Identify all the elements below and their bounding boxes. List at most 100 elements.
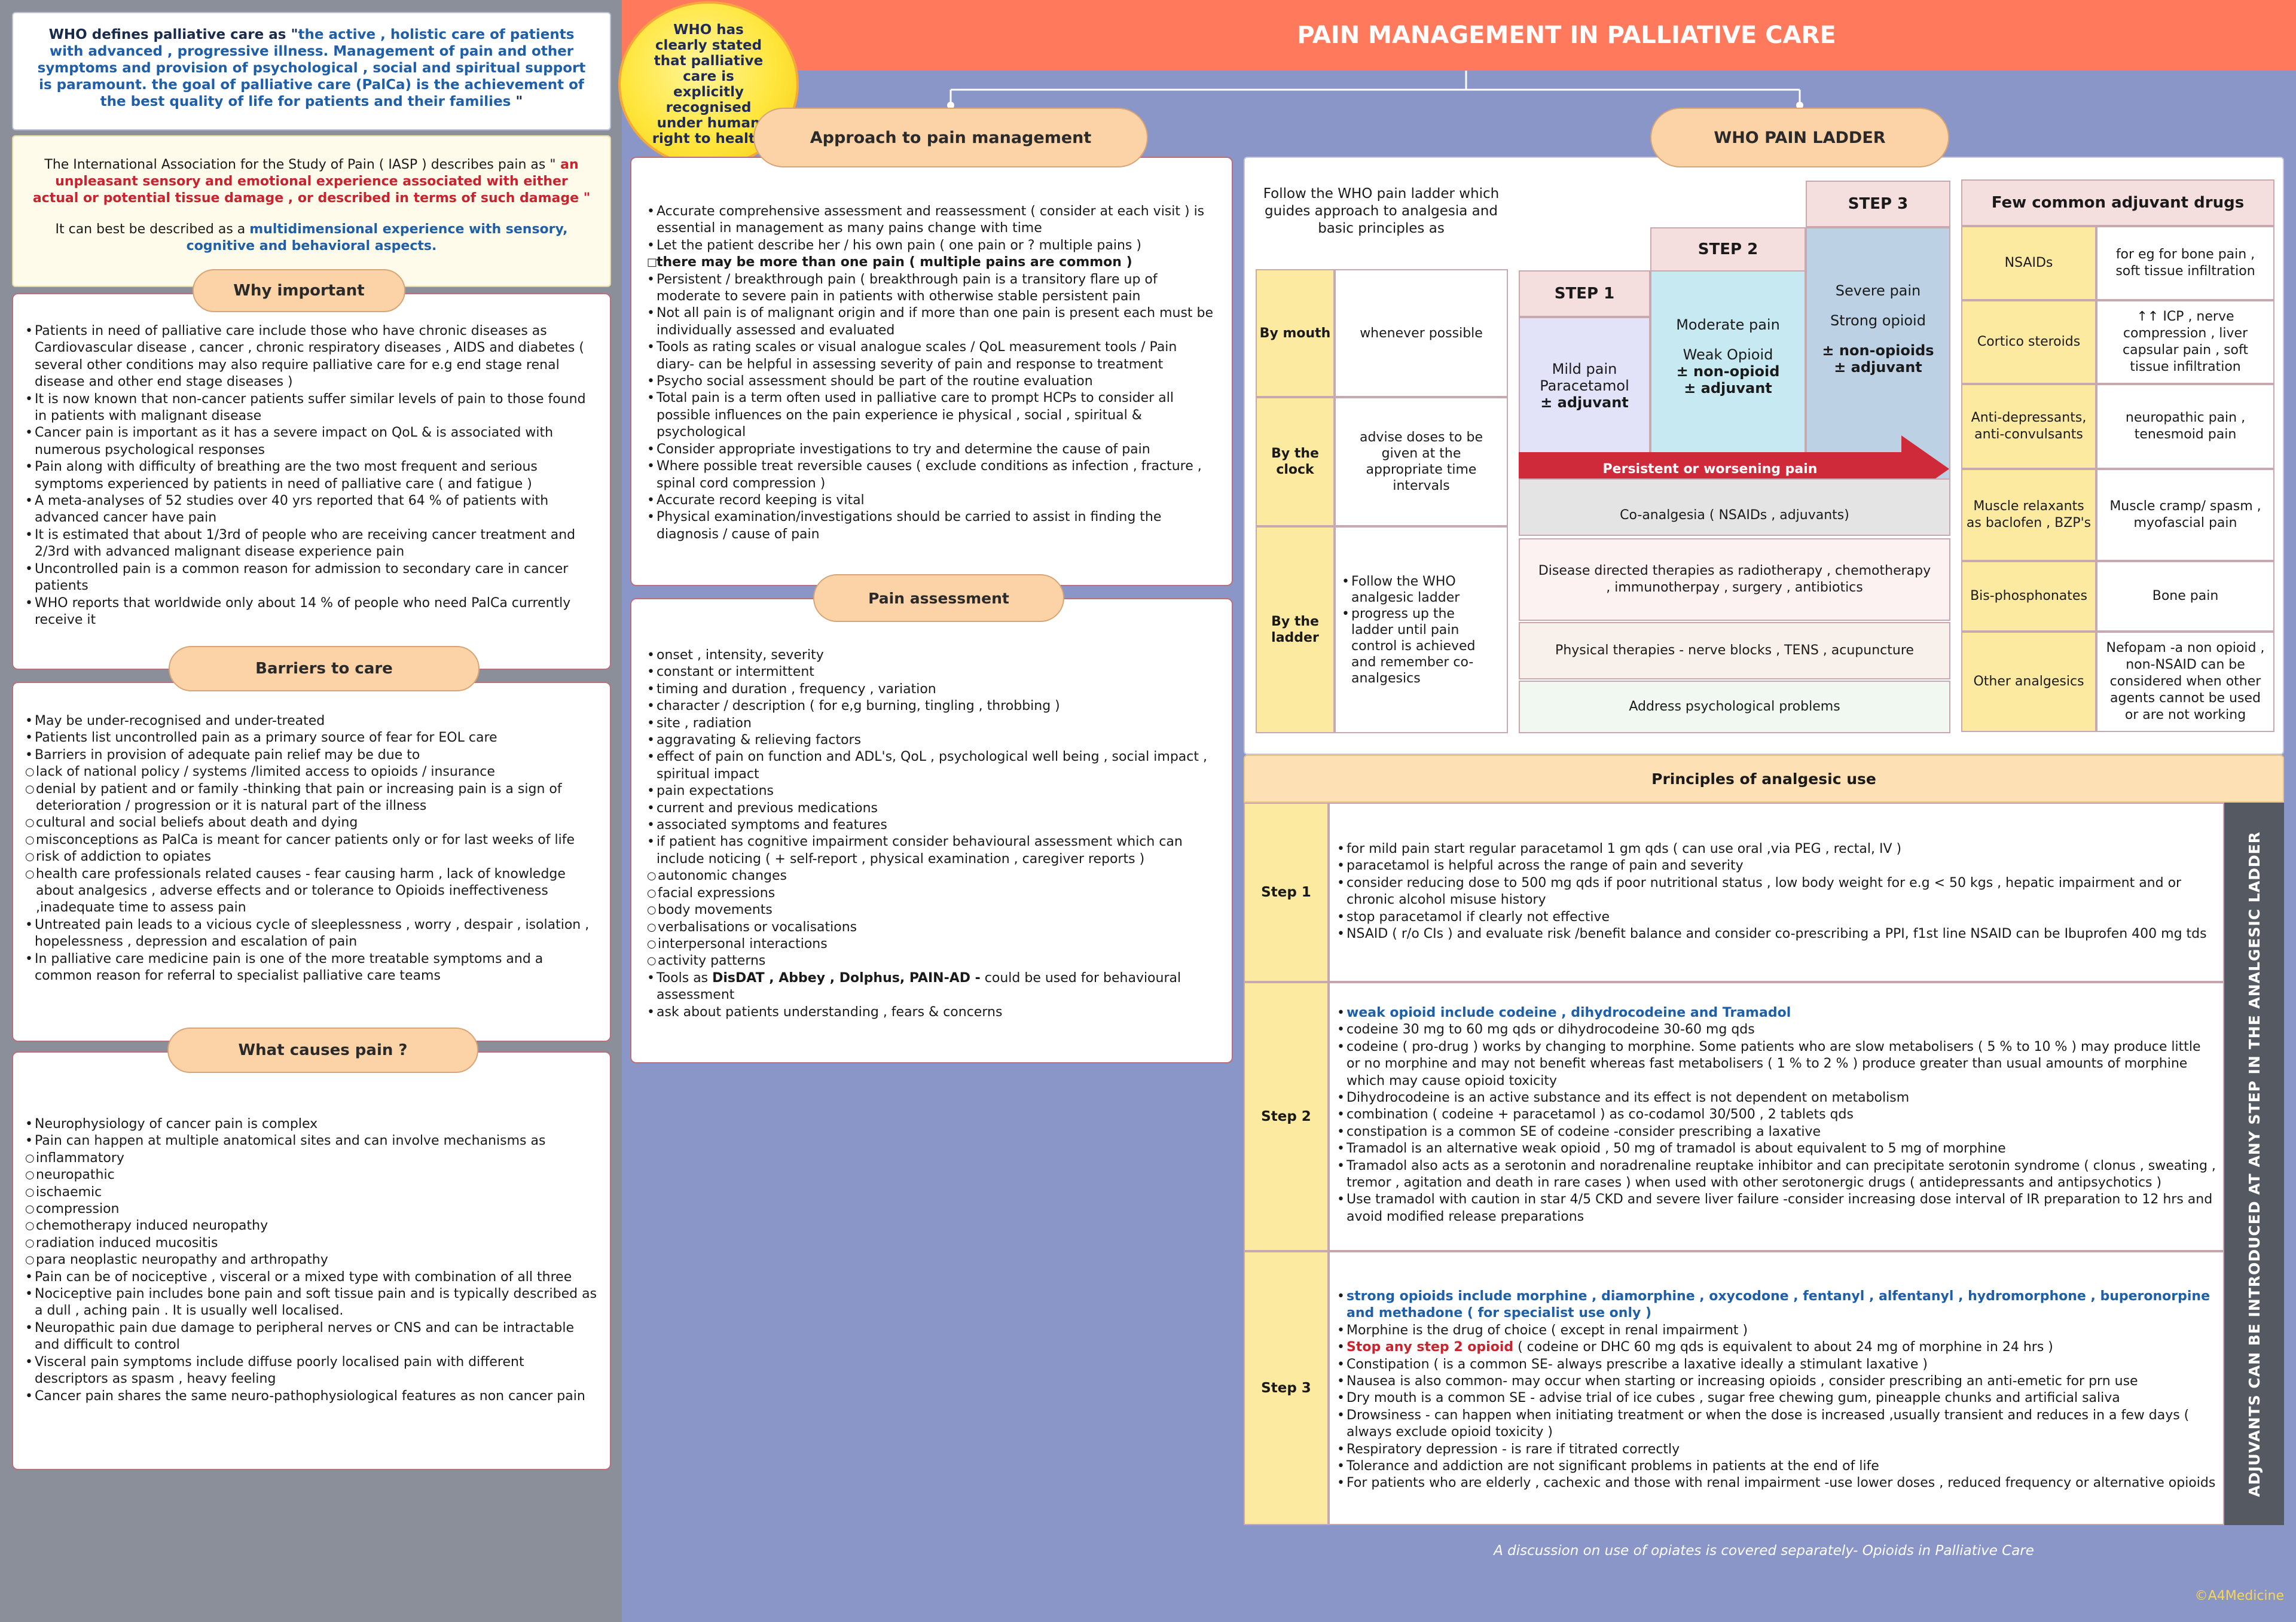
list-item: Psycho social assessment should be part … bbox=[647, 373, 1216, 391]
list-item: Tramadol also acts as a serotonin and no… bbox=[1337, 1158, 2216, 1192]
principle-step3-list: strong opioids include morphine , diamor… bbox=[1337, 1288, 2216, 1492]
list-item: Pain can happen at multiple anatomical s… bbox=[25, 1133, 598, 1150]
list-item: Constipation ( is a common SE- always pr… bbox=[1337, 1356, 2216, 1374]
list-item: Stop any step 2 opioid ( codeine or DHC … bbox=[1337, 1339, 2216, 1356]
persistent-pain-arrow-label: Persistent or worsening pain bbox=[1602, 461, 1818, 477]
list-item: effect of pain on function and ADL's, Qo… bbox=[647, 749, 1216, 783]
principle-step2-label: Step 2 bbox=[1244, 982, 1329, 1251]
assessment-list: onset , intensity, severityconstant or i… bbox=[647, 647, 1216, 1021]
iasp-definition-text: The International Association for the St… bbox=[32, 157, 591, 206]
list-item: weak opioid include codeine , dihydrocod… bbox=[1337, 1005, 2216, 1022]
list-item: current and previous medications bbox=[647, 800, 1216, 818]
list-item: facial expressions bbox=[647, 885, 1216, 903]
list-item: It is estimated that about 1/3rd of peop… bbox=[25, 527, 598, 561]
adjuvant-use: Nefopam -a non opioid , non-NSAID can be… bbox=[2096, 632, 2274, 732]
why-important-heading: Why important bbox=[193, 269, 405, 312]
principles-heading: Principles of analgesic use bbox=[1244, 755, 2284, 803]
list-item: Tramadol is an alternative weak opioid ,… bbox=[1337, 1141, 2216, 1158]
who-ladder-heading: WHO PAIN LADDER bbox=[1650, 108, 1949, 167]
iasp-multidimensional-text: It can best be described as a multidimen… bbox=[55, 222, 568, 254]
list-item: paracetamol is helpful across the range … bbox=[1337, 858, 2216, 875]
list-item: aggravating & relieving factors bbox=[647, 732, 1216, 749]
approach-heading: Approach to pain management bbox=[753, 108, 1148, 167]
list-item: stop paracetamol if clearly not effectiv… bbox=[1337, 909, 2216, 926]
list-item: radiation induced mucositis bbox=[25, 1235, 598, 1252]
approach-card: Accurate comprehensive assessment and re… bbox=[630, 157, 1233, 586]
ladder-intro: Follow the WHO pain ladder which guides … bbox=[1263, 186, 1500, 236]
list-item: Patients in need of palliative care incl… bbox=[25, 323, 598, 391]
assessment-card: onset , intensity, severityconstant or i… bbox=[630, 598, 1233, 1063]
list-item: Pain can be of nociceptive , visceral or… bbox=[25, 1269, 598, 1286]
principles-side-bar: ADJUVANTS CAN BE INTRODUCED AT ANY STEP … bbox=[2224, 803, 2284, 1525]
list-item: compression bbox=[25, 1201, 598, 1218]
list-item: Neurophysiology of cancer pain is comple… bbox=[25, 1116, 598, 1133]
list-item: A meta-analyses of 52 studies over 40 yr… bbox=[25, 493, 598, 527]
principle-step1-list: for mild pain start regular paracetamol … bbox=[1337, 841, 2216, 943]
causes-heading: What causes pain ? bbox=[167, 1028, 478, 1073]
list-item: Pain along with difficulty of breathing … bbox=[25, 459, 598, 493]
list-item: there may be more than one pain ( multip… bbox=[647, 254, 1216, 272]
list-item: Total pain is a term often used in palli… bbox=[647, 390, 1216, 441]
adjuvants-heading: Few common adjuvant drugs bbox=[1961, 179, 2274, 226]
list-item: Follow the WHO analgesic ladder bbox=[1342, 574, 1501, 606]
list-item: ask about patients understanding , fears… bbox=[647, 1004, 1216, 1022]
adjuvant-use: neuropathic pain , tenesmoid pain bbox=[2096, 384, 2274, 469]
list-item: NSAID ( r/o CIs ) and evaluate risk /ben… bbox=[1337, 926, 2216, 943]
principle-step3-label: Step 3 bbox=[1244, 1251, 1329, 1525]
adjuvant-drug: Bis-phosphonates bbox=[1961, 561, 2096, 632]
assessment-heading: Pain assessment bbox=[813, 574, 1064, 622]
adjuvant-drug: Cortico steroids bbox=[1961, 300, 2096, 384]
list-item: Tools as DisDAT , Abbey , Dolphus, PAIN-… bbox=[647, 970, 1216, 1004]
list-item: misconceptions as PalCa is meant for can… bbox=[25, 832, 598, 849]
causes-card: Neurophysiology of cancer pain is comple… bbox=[12, 1051, 611, 1470]
list-item: Use tramadol with caution in star 4/5 CK… bbox=[1337, 1191, 2216, 1225]
iasp-card: The International Association for the St… bbox=[12, 135, 611, 287]
list-item: if patient has cognitive impairment cons… bbox=[647, 834, 1216, 868]
list-item: Physical examination/investigations shou… bbox=[647, 509, 1216, 543]
ladder-principle-label: By mouth bbox=[1256, 269, 1335, 397]
list-item: autonomic changes bbox=[647, 868, 1216, 885]
adjuvant-drug: Anti-depressants, anti-convulsants bbox=[1961, 384, 2096, 469]
who-definition-card: WHO defines palliative care as "the acti… bbox=[12, 12, 611, 130]
adjuvant-drug: Muscle relaxants as baclofen , BZP's bbox=[1961, 469, 2096, 561]
barriers-card: May be under-recognised and under-treate… bbox=[12, 682, 611, 1042]
list-item: strong opioids include morphine , diamor… bbox=[1337, 1288, 2216, 1322]
page-title: PAIN MANAGEMENT IN PALLIATIVE CARE bbox=[1297, 22, 1836, 49]
list-item: inflammatory bbox=[25, 1150, 598, 1167]
list-item: Tools as rating scales or visual analogu… bbox=[647, 339, 1216, 373]
principle-step3-content: strong opioids include morphine , diamor… bbox=[1329, 1251, 2224, 1525]
list-item: timing and duration , frequency , variat… bbox=[647, 681, 1216, 699]
list-item: Persistent / breakthrough pain ( breakth… bbox=[647, 272, 1216, 306]
list-item: interpersonal interactions bbox=[647, 936, 1216, 953]
step2-label: STEP 2 bbox=[1650, 227, 1806, 272]
ladder-principle-label: By the clock bbox=[1256, 397, 1335, 526]
principle-step1-content: for mild pain start regular paracetamol … bbox=[1329, 803, 2224, 982]
footer-note: A discussion on use of opiates is covere… bbox=[1494, 1543, 2034, 1559]
copyright: ©A4Medicine bbox=[2194, 1589, 2284, 1603]
list-item: onset , intensity, severity bbox=[647, 647, 1216, 664]
principle-step2-list: weak opioid include codeine , dihydrocod… bbox=[1337, 1005, 2216, 1225]
list-item: health care professionals related causes… bbox=[25, 866, 598, 917]
list-item: Cancer pain shares the same neuro-pathop… bbox=[25, 1388, 598, 1405]
approach-list: Accurate comprehensive assessment and re… bbox=[647, 203, 1216, 543]
list-item: codeine 30 mg to 60 mg qds or dihydrocod… bbox=[1337, 1022, 2216, 1039]
ladder-principle-text: whenever possible bbox=[1335, 269, 1508, 397]
barriers-heading: Barriers to care bbox=[169, 646, 480, 691]
adjuvant-use: for eg for bone pain , soft tissue infil… bbox=[2096, 226, 2274, 300]
list-item: constant or intermittent bbox=[647, 664, 1216, 681]
list-item: Visceral pain symptoms include diffuse p… bbox=[25, 1354, 598, 1388]
connector-lines bbox=[947, 71, 1803, 109]
list-item: ischaemic bbox=[25, 1184, 598, 1202]
list-item: In palliative care medicine pain is one … bbox=[25, 951, 598, 985]
list-item: lack of national policy / systems /limit… bbox=[25, 764, 598, 781]
list-item: chemotherapy induced neuropathy bbox=[25, 1218, 598, 1235]
list-item: Dihydrocodeine is an active substance an… bbox=[1337, 1090, 2216, 1107]
list-item: codeine ( pro-drug ) works by changing t… bbox=[1337, 1039, 2216, 1090]
ladder-principle-text: Follow the WHO analgesic ladderprogress … bbox=[1335, 526, 1508, 733]
barriers-list: May be under-recognised and under-treate… bbox=[25, 713, 598, 985]
list-item: WHO reports that worldwide only about 14… bbox=[25, 595, 598, 629]
list-item: neuropathic bbox=[25, 1167, 598, 1184]
list-item: Nausea is also common- may occur when st… bbox=[1337, 1373, 2216, 1391]
principles-side-text: ADJUVANTS CAN BE INTRODUCED AT ANY STEP … bbox=[2245, 831, 2263, 1497]
